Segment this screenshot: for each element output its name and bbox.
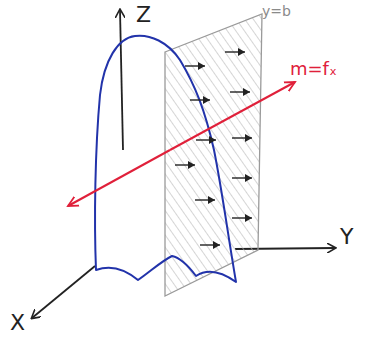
tangent-line <box>170 82 295 150</box>
axis-label: Y <box>340 226 353 248</box>
z-axis <box>120 10 123 150</box>
slope-label: m=fₓ <box>290 60 337 78</box>
surface <box>95 36 236 282</box>
tangent-line <box>68 150 170 206</box>
axis-label: Z <box>136 4 151 26</box>
plane-arrows <box>175 52 252 245</box>
axes <box>32 10 335 318</box>
axis-label: X <box>10 312 25 334</box>
x-axis <box>32 266 95 318</box>
plane-label: y=b <box>262 4 291 18</box>
plane <box>165 14 262 296</box>
